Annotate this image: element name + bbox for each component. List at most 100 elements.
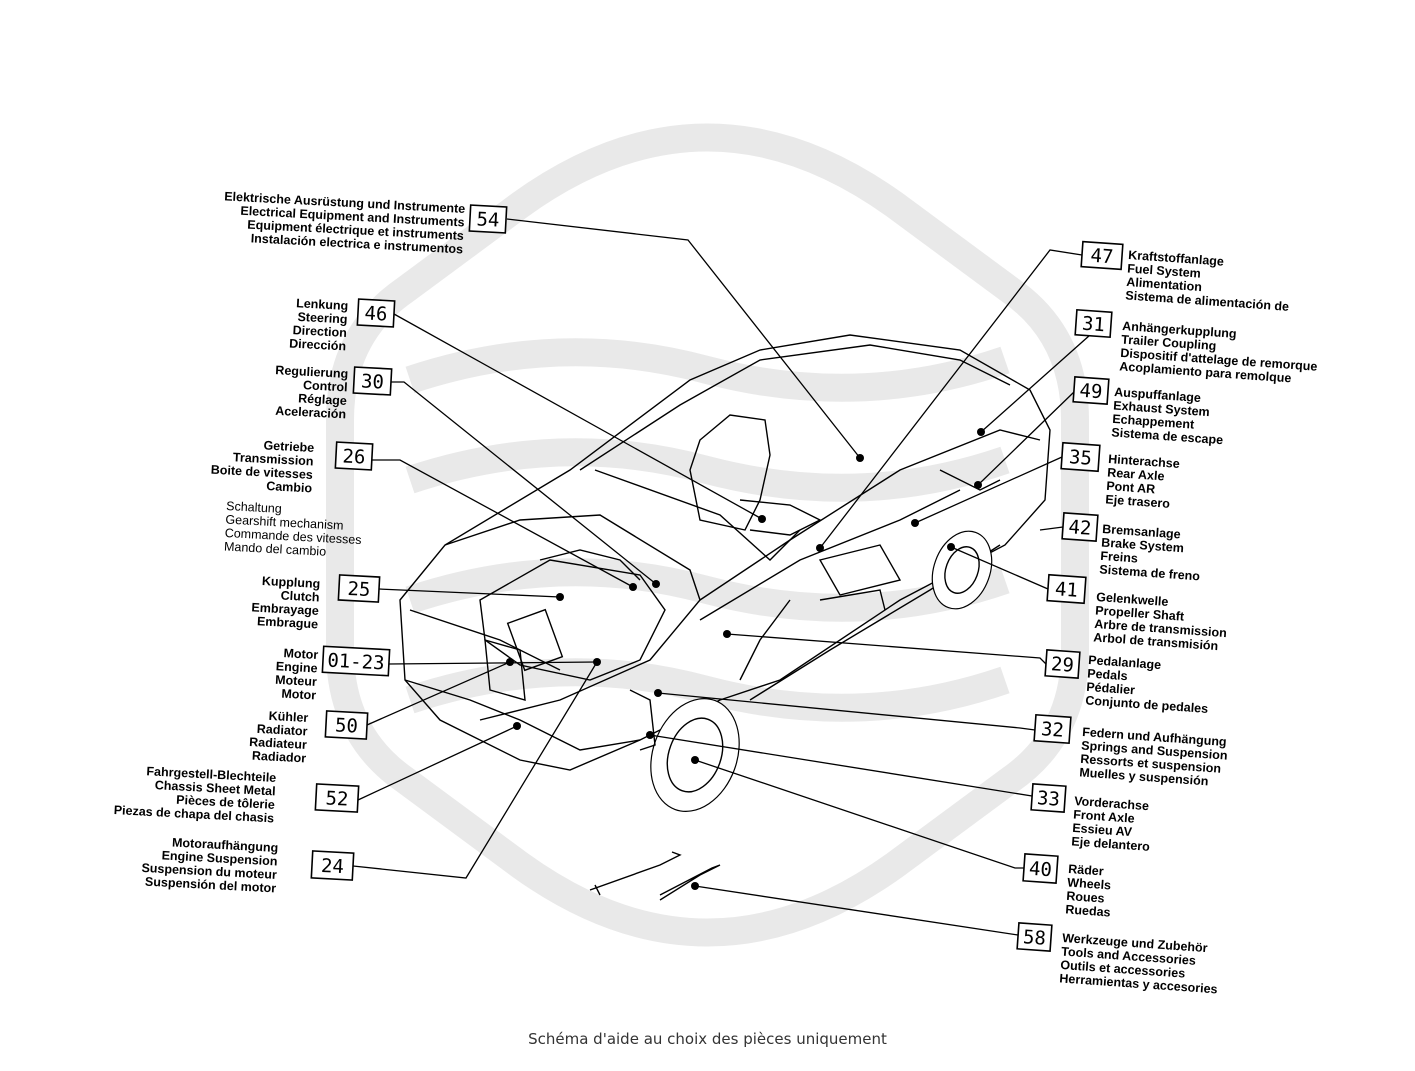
leader-lines — [352, 218, 1092, 936]
group-label-line: Auspuffanlage — [1114, 385, 1202, 405]
group-label-line: Gelenkwelle — [1096, 590, 1169, 609]
group-label-line: Fahrgestell-Blechteile — [146, 764, 277, 785]
group-label: LenkungSteeringDirectionDirección — [289, 296, 349, 353]
group-label-line: Kühler — [268, 709, 308, 725]
group-number: 46 — [364, 302, 388, 325]
group-number-box — [1060, 441, 1101, 473]
group-label-line: Getriebe — [263, 438, 314, 455]
group-number-box — [314, 783, 360, 813]
group-number-box — [352, 366, 393, 396]
group-number: 52 — [325, 787, 349, 810]
group-label-line: Motor — [281, 687, 317, 703]
group-label-line: Radiateur — [249, 735, 307, 752]
group-label-line: Sistema de freno — [1099, 562, 1201, 583]
group-label: PedalanlagePedalsPédalierConjunto de ped… — [1085, 653, 1211, 716]
group-label-line: Dirección — [289, 336, 347, 353]
group-number-box — [310, 850, 355, 881]
group-label-line: Eje delantero — [1071, 834, 1151, 853]
group-label-line: Aceleración — [275, 404, 347, 422]
group-label-line: Fuel System — [1127, 261, 1201, 280]
callout-group-25: 25 KupplungClutchEmbrayageEmbrague — [250, 573, 381, 631]
callout-group-26: 26 GetriebeTransmissionBoite de vitessesC… — [210, 436, 374, 561]
group-label-line: Steering — [297, 310, 348, 327]
group-label: AuspuffanlageExhaust SystemEchappementSi… — [1111, 385, 1226, 447]
group-label-line: Moteur — [275, 673, 317, 689]
group-number: 30 — [360, 370, 384, 393]
group-label: GetriebeTransmissionBoite de vitessesCam… — [210, 436, 315, 496]
group-number-box — [1033, 713, 1072, 745]
group-number-box — [324, 710, 369, 740]
group-number: 31 — [1081, 313, 1105, 337]
group-label-line: Pièces de tôlerie — [176, 793, 275, 812]
group-label: KupplungClutchEmbrayageEmbrague — [250, 573, 320, 631]
group-label: RäderWheelsRouesRuedas — [1065, 862, 1114, 920]
group-sub-label-line: Schaltung — [226, 499, 282, 516]
callout-group-46: 46 LenkungSteeringDirectionDirección — [289, 296, 396, 353]
group-number: 01-23 — [327, 650, 385, 675]
group-label-line: Wheels — [1067, 875, 1112, 892]
group-number: 33 — [1036, 787, 1060, 811]
group-label: VorderachseFront AxleEssieu AVEje delant… — [1071, 794, 1153, 854]
group-label-line: Engine — [276, 659, 318, 675]
group-label-line: Eje trasero — [1105, 492, 1171, 510]
group-label: MotorEngineMoteurMotor — [274, 646, 319, 703]
group-label-line: Rear Axle — [1107, 465, 1165, 483]
group-sub-label-line: Gearshift mechanism — [225, 512, 344, 532]
group-number: 49 — [1079, 380, 1103, 404]
group-label-line: Embrayage — [251, 600, 319, 618]
group-number: 32 — [1040, 718, 1064, 742]
group-label: BremsanlageBrake SystemFreinsSistema de … — [1099, 522, 1204, 583]
group-label-line: Essieu AV — [1072, 821, 1133, 839]
group-label-line: Motor — [283, 646, 319, 662]
group-number: 26 — [342, 445, 366, 468]
group-label-line: Sistema de escape — [1111, 425, 1224, 447]
group-label: RegulierungControlRéglageAceleración — [273, 363, 349, 421]
group-number: 58 — [1022, 926, 1046, 950]
group-label-line: Chassis Sheet Metal — [154, 778, 275, 798]
group-label-line: Suspensión del motor — [145, 875, 277, 896]
group-number: 24 — [320, 855, 344, 878]
group-number-box — [334, 441, 374, 471]
group-label-line: Cambio — [266, 479, 313, 495]
group-number-box — [1016, 922, 1053, 952]
group-label-line: Kupplung — [262, 574, 321, 591]
group-number: 47 — [1090, 245, 1114, 269]
group-number: 29 — [1050, 653, 1074, 677]
car-illustration — [399, 334, 1051, 901]
group-number-box — [356, 298, 396, 328]
group-label-line: Kraftstoffanlage — [1128, 248, 1225, 269]
group-label: GelenkwellePropeller ShaftArbre de trans… — [1093, 590, 1229, 654]
group-number-box — [1061, 511, 1099, 543]
group-label-line: Alimentation — [1126, 275, 1202, 294]
group-label-line: Pedalanlage — [1088, 653, 1162, 672]
group-label-line: Exhaust System — [1113, 398, 1210, 419]
group-label-line: Boite de vitesses — [210, 463, 313, 482]
group-label: KühlerRadiatorRadiateurRadiador — [248, 708, 309, 765]
group-label: Werkzeuge und ZubehörTools and Accessori… — [1059, 931, 1221, 996]
group-number-box — [1030, 783, 1067, 813]
group-label-line: Lenkung — [296, 296, 349, 313]
group-number-box — [337, 574, 381, 603]
group-label-line: Sistema de alimentación de — [1125, 288, 1290, 313]
group-sub-label: SchaltungGearshift mechanismCommande des… — [224, 499, 364, 561]
caption: Schéma d'aide au choix des pièces unique… — [528, 1030, 887, 1048]
group-number-box — [321, 645, 391, 677]
connection-dots — [506, 428, 985, 890]
group-label-line: Vorderachse — [1074, 794, 1150, 813]
group-number-box — [1072, 375, 1110, 406]
group-label-line: Brake System — [1101, 535, 1184, 555]
group-label-line: Roues — [1066, 889, 1105, 906]
group-label-line: Front Axle — [1073, 807, 1135, 825]
group-label-line: Radiador — [252, 749, 307, 766]
group-label-line: Pedals — [1087, 666, 1128, 683]
group-number-box — [1022, 853, 1059, 884]
group-number: 25 — [347, 578, 371, 601]
group-label-line: Transmission — [233, 450, 314, 468]
group-label-line: Direction — [292, 323, 347, 340]
